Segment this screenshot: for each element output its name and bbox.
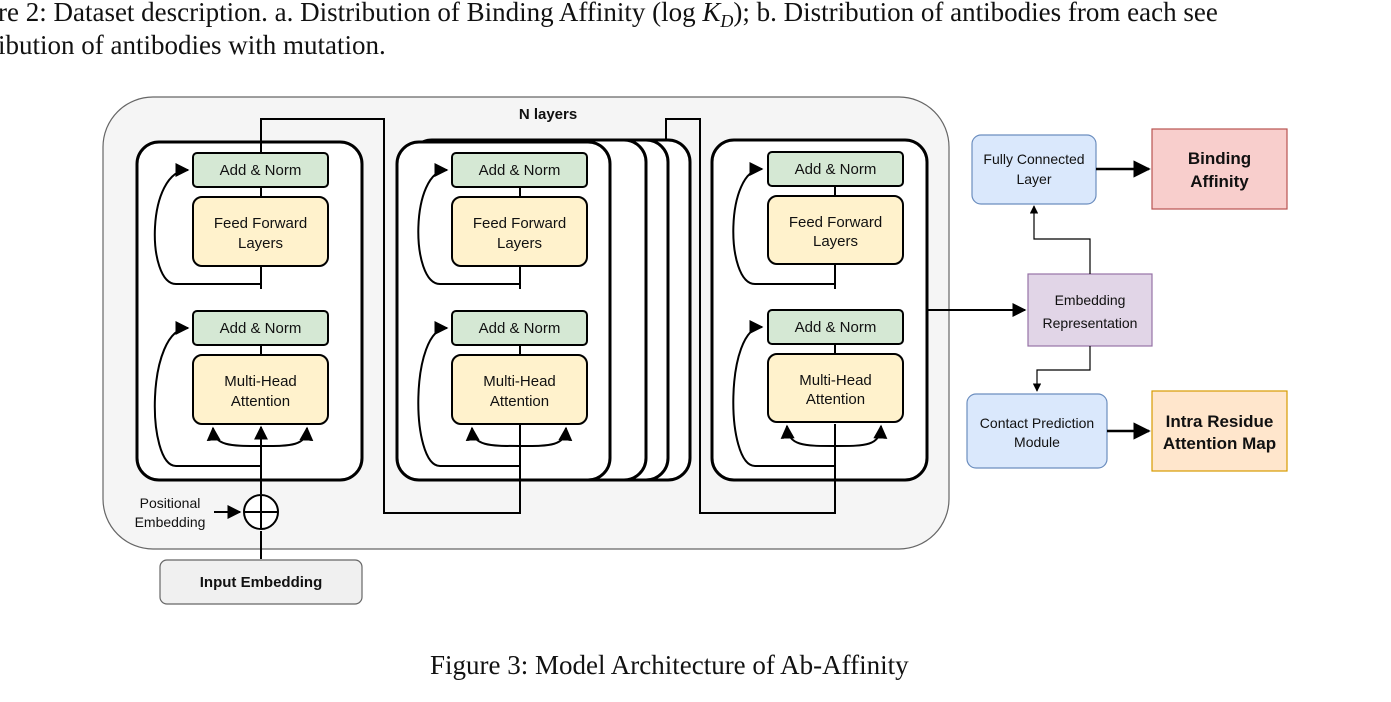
binding-affinity-label-1: Binding (1188, 149, 1251, 168)
figure-caption: Figure 3: Model Architecture of Ab-Affin… (430, 650, 909, 680)
block-2-add-norm-top-label: Add & Norm (479, 162, 561, 179)
block-2-mha-label-2: Attention (490, 393, 549, 410)
block-1-mha-label-2: Attention (231, 393, 290, 410)
input-embedding-label: Input Embedding (200, 574, 322, 591)
previous-figure-caption-line2: ibution of antibodies with mutation. (0, 30, 386, 60)
embedding-to-contact-arrow (1032, 346, 1091, 392)
embedding-representation-box (1027, 273, 1153, 347)
block-3-mha-label-2: Attention (806, 391, 865, 408)
block-2-multi-head-attention (451, 354, 588, 425)
contact-prediction-label-1: Contact Prediction (980, 415, 1094, 431)
block-1-multi-head-attention (192, 354, 329, 425)
contact-prediction-label-2: Module (1014, 434, 1060, 450)
block-1-feed-forward-label-2: Layers (238, 235, 283, 252)
block-1-feed-forward-label-1: Feed Forward (214, 215, 307, 232)
fully-connected-label-1: Fully Connected (983, 151, 1084, 167)
block-1-contents: Add & Norm Feed Forward Layers Add & Nor… (153, 152, 329, 494)
n-layers-label: N layers (519, 106, 577, 123)
intra-residue-label-1: Intra Residue (1166, 412, 1274, 431)
fully-connected-layer-box (971, 134, 1097, 205)
contact-prediction-box (966, 393, 1108, 469)
block-2-add-norm-bottom-label: Add & Norm (479, 320, 561, 337)
block-3-add-norm-bottom-label: Add & Norm (795, 319, 877, 336)
block-2-mha-label-1: Multi-Head (483, 373, 556, 390)
intra-residue-label-2: Attention Map (1163, 434, 1276, 453)
input-embedding-box (159, 559, 363, 605)
block-3-feed-forward-label-2: Layers (813, 233, 858, 250)
block-3-add-norm-top-label: Add & Norm (795, 161, 877, 178)
embedding-representation-label-1: Embedding (1055, 292, 1126, 308)
block-2-add-norm-top (451, 152, 588, 188)
binding-affinity-box (1151, 128, 1288, 210)
block-1-feed-forward (192, 196, 329, 267)
block-2-feed-forward (451, 196, 588, 267)
block-2-contents: Add & Norm Feed Forward Layers Add & Nor… (417, 152, 588, 467)
block-2-add-norm-bottom (451, 310, 588, 346)
block-1-mha-label-1: Multi-Head (224, 373, 297, 390)
intra-residue-attention-map-box (1151, 390, 1288, 472)
binding-affinity-label-2: Affinity (1190, 172, 1249, 191)
block-3-contents: Add & Norm Feed Forward Layers Add & Nor… (732, 151, 904, 467)
positional-embedding-label-1: Positional (140, 495, 201, 511)
block-3-add-norm-top (767, 151, 904, 187)
block-3-feed-forward (767, 195, 904, 265)
block-3-mha-label-1: Multi-Head (799, 372, 872, 389)
block-2-feed-forward-label-1: Feed Forward (473, 215, 566, 232)
block-3-multi-head-attention (767, 353, 904, 423)
block-1-add-norm-bottom-label: Add & Norm (220, 320, 302, 337)
embedding-representation-label-2: Representation (1043, 315, 1138, 331)
embedding-to-fc-arrow (1029, 205, 1091, 274)
route-block2-to-block3 (665, 118, 836, 514)
plus-sign (244, 495, 278, 529)
block-1-add-norm-top (192, 152, 329, 188)
fully-connected-label-2: Layer (1016, 171, 1051, 187)
positional-embedding-label-2: Embedding (135, 514, 206, 530)
block-3-add-norm-bottom (767, 309, 904, 345)
block-1-add-norm-bottom (192, 310, 329, 346)
route-block1-to-block2 (260, 118, 521, 514)
previous-figure-caption-line1: re 2: Dataset description. a. Distributi… (0, 0, 1218, 31)
block-2-feed-forward-label-2: Layers (497, 235, 542, 252)
block-3-feed-forward-label-1: Feed Forward (789, 214, 882, 231)
block-1-add-norm-top-label: Add & Norm (220, 162, 302, 179)
